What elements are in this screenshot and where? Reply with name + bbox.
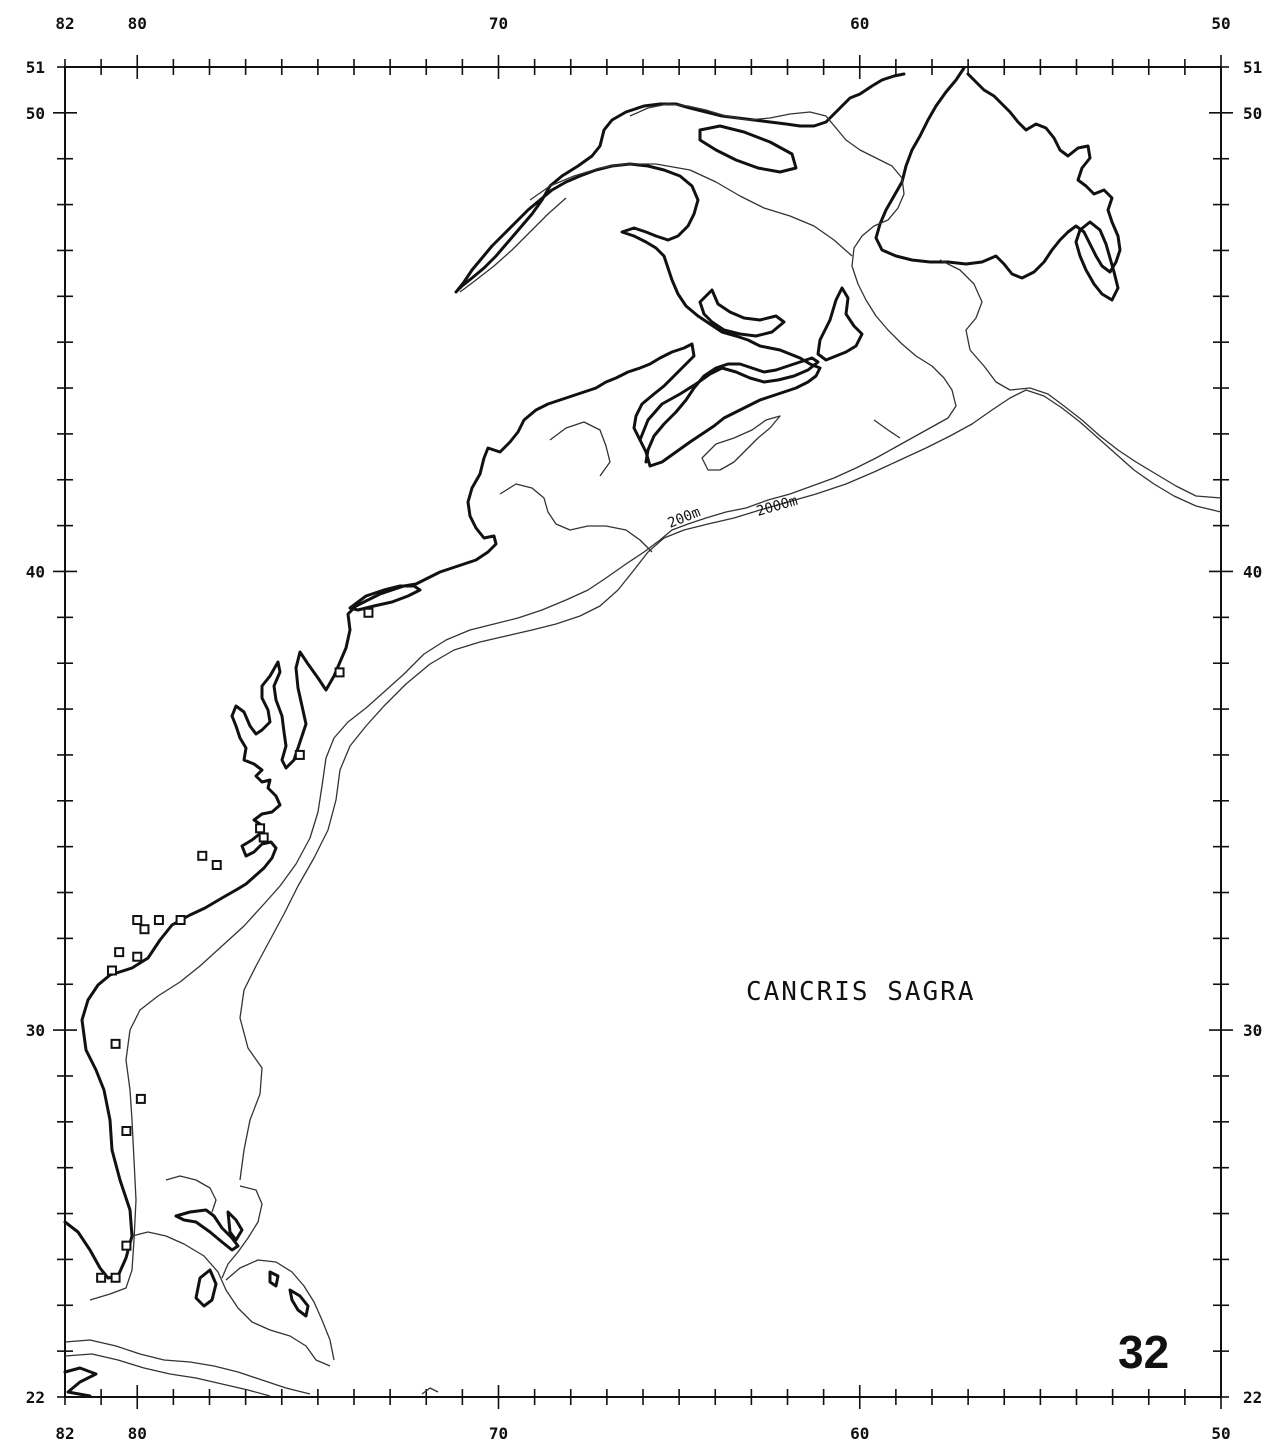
anticosti-island	[698, 124, 798, 174]
contour-bahamas-2	[131, 1231, 331, 1367]
station-marker	[110, 1272, 121, 1283]
plate-number: 32	[1118, 1326, 1169, 1378]
contour-200m-banks	[549, 421, 611, 477]
long-island	[348, 584, 422, 612]
contour-2000m	[239, 389, 1222, 1181]
left-lat-label: 50	[26, 104, 45, 123]
bahamas-andros	[174, 1208, 240, 1252]
right-lat-label: 51	[1243, 58, 1262, 77]
coastline	[63, 66, 1122, 1398]
station-marker	[132, 915, 143, 926]
contour-200m-gulf	[529, 163, 853, 257]
bahamas-cat-island	[268, 1270, 280, 1288]
contour-200m-banks-2	[701, 415, 781, 471]
station-marker	[139, 924, 150, 935]
station-marker	[255, 823, 266, 834]
contour-200m	[89, 103, 957, 1301]
contour-bahamas-3	[221, 1185, 263, 1279]
station-marker	[121, 1126, 132, 1136]
contour-200m-inner	[459, 197, 567, 293]
bottom-lon-label: 50	[1211, 1424, 1230, 1443]
station-marker	[334, 667, 345, 678]
contour-cuba-2	[64, 1353, 271, 1397]
bottom-lon-label: 60	[850, 1424, 869, 1443]
contour-cuba	[64, 1339, 311, 1395]
cape-breton-island	[816, 286, 864, 362]
right-lat-label: 40	[1243, 562, 1262, 581]
newfoundland-coastline	[874, 66, 1122, 280]
nova-scotia-coastline	[638, 356, 820, 464]
right-lat-label: 22	[1243, 1388, 1262, 1407]
bahamas-great-abaco	[226, 1210, 244, 1242]
contour-200m-grand-banks	[969, 349, 1222, 499]
species-label: CANCRIS SAGRA	[746, 977, 976, 1007]
top-lon-label: 60	[850, 14, 869, 33]
top-lon-label: 82	[55, 14, 74, 33]
station-marker	[135, 1093, 146, 1104]
station-marker	[258, 832, 269, 843]
bottom-lon-label: 80	[128, 1424, 147, 1443]
top-lon-label: 70	[489, 14, 508, 33]
station-markers	[96, 607, 374, 1283]
station-marker	[211, 860, 222, 870]
contour-bahamas-1	[165, 1175, 217, 1213]
station-marker	[114, 947, 125, 958]
bottom-lon-label: 82	[55, 1424, 74, 1443]
contour-200m-nova	[873, 419, 901, 439]
station-marker	[363, 607, 374, 618]
depth-contours	[64, 103, 1222, 1397]
station-marker	[132, 951, 143, 962]
contour-200m-georges	[499, 483, 653, 553]
right-lat-label: 50	[1243, 104, 1262, 123]
station-marker	[110, 1038, 121, 1049]
station-marker	[96, 1272, 107, 1283]
top-lon-label: 80	[128, 14, 147, 33]
cuba-coastline	[63, 1366, 98, 1398]
bottom-lon-label: 70	[489, 1424, 508, 1443]
latitude-labels: 51 51 50 50 40 40 30 30 22 22	[26, 58, 1263, 1407]
graticule-ticks	[53, 55, 1233, 1409]
left-lat-label: 40	[26, 562, 45, 581]
avalon-peninsula	[1074, 220, 1120, 302]
left-lat-label: 51	[26, 58, 45, 77]
contour-small-island	[421, 1387, 439, 1395]
us-east-coastline	[63, 72, 906, 1280]
prince-edward-island	[698, 288, 786, 338]
station-marker	[121, 1240, 132, 1251]
contour-bahamas-4	[225, 1259, 335, 1361]
bahamas-eleuthera	[194, 1268, 218, 1308]
left-lat-label: 30	[26, 1021, 45, 1040]
bahamas-long-island	[288, 1288, 310, 1318]
station-marker	[197, 850, 208, 861]
right-lat-label: 30	[1243, 1021, 1262, 1040]
longitude-labels: 82 82 80 80 70 70 60 60 50 50	[55, 14, 1230, 1443]
station-marker	[153, 915, 164, 926]
contour-200m-laurentian	[939, 259, 983, 351]
top-lon-label: 50	[1211, 14, 1230, 33]
left-lat-label: 22	[26, 1388, 45, 1407]
station-marker	[294, 749, 305, 760]
station-marker	[175, 915, 186, 926]
station-marker	[106, 965, 117, 976]
contour-label-200m: 200m	[666, 504, 703, 531]
